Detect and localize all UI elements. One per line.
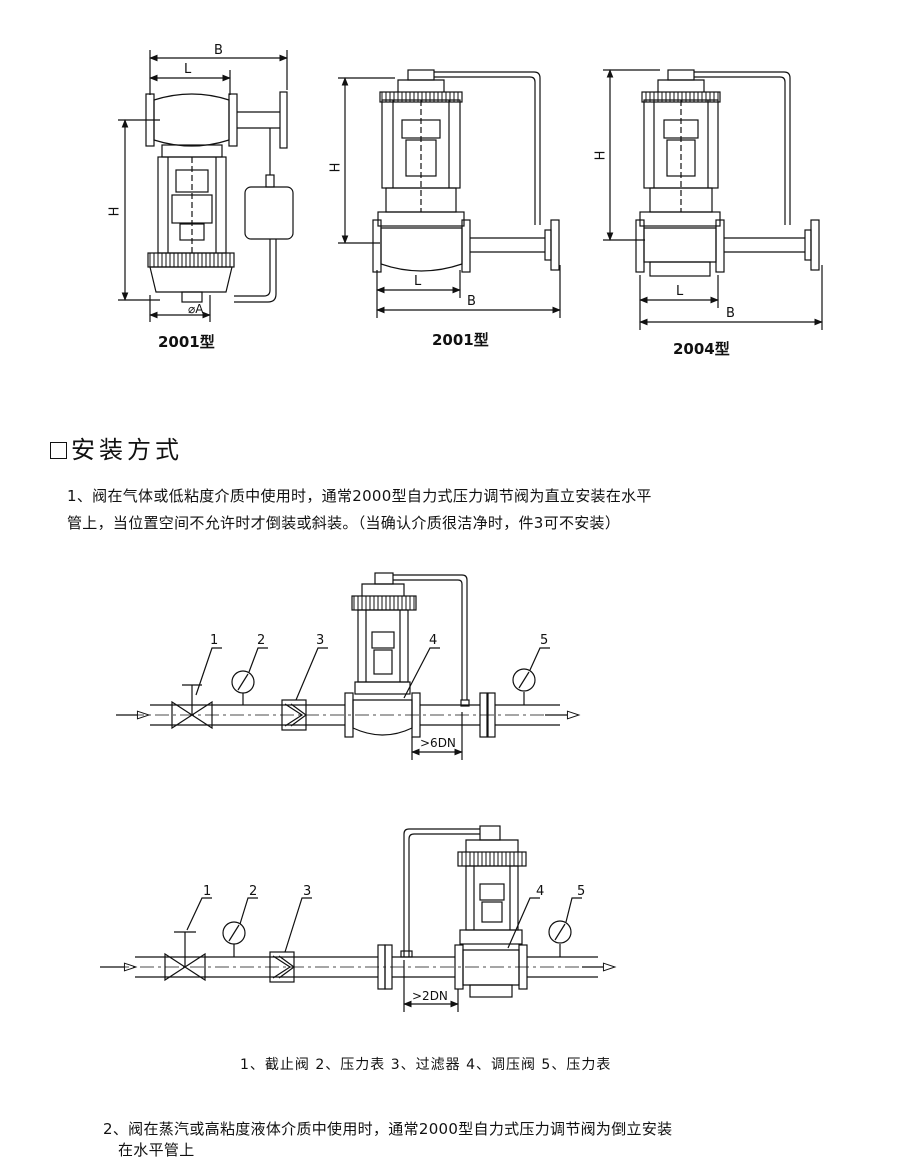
figure2-dim-b: B xyxy=(467,294,476,309)
figure3-caption: 2004型 xyxy=(673,340,730,358)
paragraph2-line2: 在水平管上 xyxy=(118,1141,195,1159)
diagram1-distance-label: >6DN xyxy=(420,736,456,750)
figure-2004-right xyxy=(603,69,823,330)
diagram1-callout-3: 3 xyxy=(316,633,325,648)
figure2-caption: 2001型 xyxy=(432,331,489,349)
figure1-dim-l: L xyxy=(184,62,192,77)
figure1-caption: 2001型 xyxy=(158,333,215,351)
paragraph1-line1: 1、阀在气体或低粘度介质中使用时，通常2000型自力式压力调节阀为直立安装在水平 xyxy=(67,487,652,505)
diagram1-callout-5: 5 xyxy=(540,633,549,648)
checkbox-square-icon xyxy=(50,442,67,459)
diagram2-distance-label: >2DN xyxy=(412,989,448,1003)
legend: 1、截止阀 2、压力表 3、过滤器 4、调压阀 5、压力表 xyxy=(240,1057,612,1073)
figure2-dim-l: L xyxy=(414,274,422,289)
figure-2001-middle xyxy=(338,69,561,318)
figure2-dim-h: H xyxy=(328,162,344,173)
paragraph2-line1: 2、阀在蒸汽或高粘度液体介质中使用时，通常2000型自力式压力调节阀为倒立安装 xyxy=(103,1120,673,1138)
figure1-dim-h: H xyxy=(107,206,123,217)
diagram1-callout-1: 1 xyxy=(210,633,219,648)
figure3-dim-b: B xyxy=(726,306,735,321)
diagram-inverted-install xyxy=(100,825,614,1012)
diagram-upright-install xyxy=(116,572,578,760)
diagram2-callout-5: 5 xyxy=(577,884,586,899)
paragraph1-line2: 管上，当位置空间不允许时才倒装或斜装。（当确认介质很洁净时，件3可不安装） xyxy=(67,514,621,532)
figure1-dim-b: B xyxy=(214,43,223,58)
figure3-dim-l: L xyxy=(676,284,684,299)
section-title-text: 安装方式 xyxy=(71,436,183,464)
figure-2001-left xyxy=(118,50,294,322)
diagram1-callout-4: 4 xyxy=(429,633,438,648)
section-title: 安装方式 xyxy=(50,430,183,465)
figure3-dim-h: H xyxy=(593,150,609,161)
figure1-dim-a: ⌀A xyxy=(188,302,204,316)
diagram2-callout-2: 2 xyxy=(249,884,258,899)
diagram2-callout-3: 3 xyxy=(303,884,312,899)
diagram2-callout-4: 4 xyxy=(536,884,545,899)
diagram2-callout-1: 1 xyxy=(203,884,212,899)
diagram1-callout-2: 2 xyxy=(257,633,266,648)
